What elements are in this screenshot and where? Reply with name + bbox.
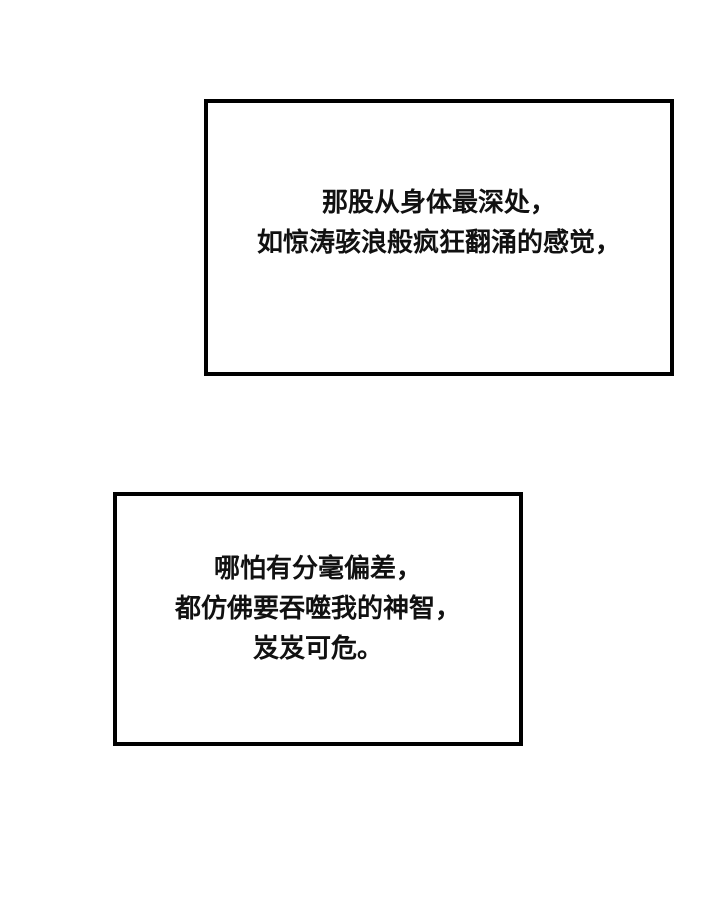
- caption-line: 如惊涛骇浪般疯狂翻涌的感觉，: [256, 227, 621, 258]
- caption-box-1: 那股从身体最深处， 如惊涛骇浪般疯狂翻涌的感觉，: [204, 99, 674, 376]
- caption-line: 哪怕有分毫偏差，: [213, 554, 422, 584]
- caption-line: 岌岌可危。: [252, 634, 383, 664]
- caption-line: 那股从身体最深处，: [321, 187, 556, 218]
- caption-line: 都仿佛要吞噬我的神智，: [174, 594, 461, 624]
- caption-box-2: 哪怕有分毫偏差， 都仿佛要吞噬我的神智， 岌岌可危。: [113, 492, 523, 746]
